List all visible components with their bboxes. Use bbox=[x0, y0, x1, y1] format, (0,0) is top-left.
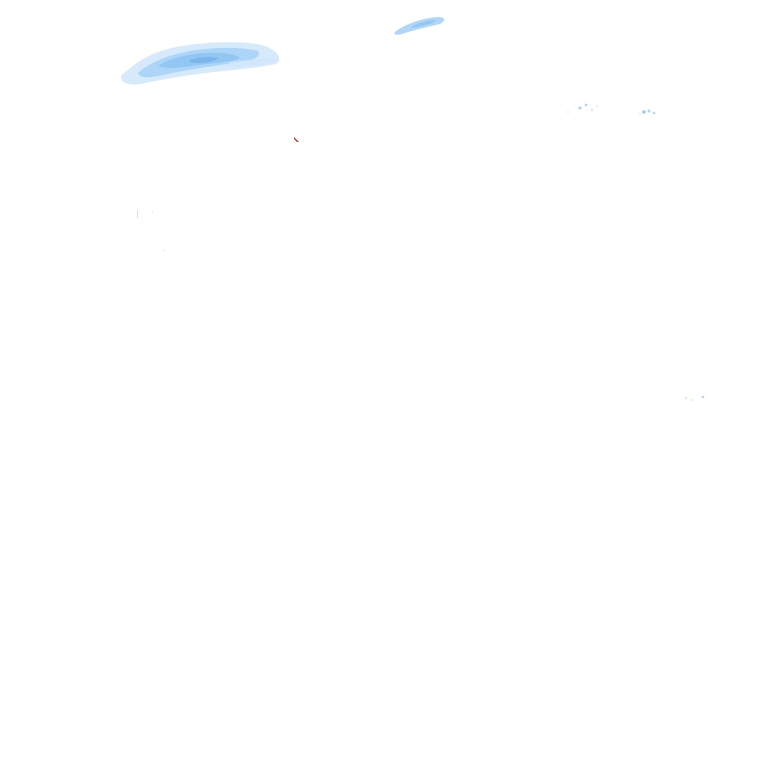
precip-dot bbox=[584, 103, 588, 107]
precip-specks-west bbox=[137, 210, 165, 251]
precip-speck bbox=[152, 212, 153, 213]
precip-scatter-southeast bbox=[684, 395, 705, 401]
precip-speck bbox=[137, 210, 138, 218]
precip-streak-north-core bbox=[411, 20, 436, 28]
precip-dot bbox=[590, 108, 594, 112]
precip-dot bbox=[567, 111, 569, 113]
precip-dot bbox=[691, 399, 693, 401]
precip-dot bbox=[652, 111, 656, 115]
precip-dot bbox=[578, 106, 582, 110]
precip-dot bbox=[642, 110, 646, 114]
precip-speck bbox=[164, 250, 165, 251]
location-marker-icon[interactable] bbox=[294, 137, 299, 142]
precip-cell-large-tail bbox=[228, 59, 280, 67]
precip-dot bbox=[701, 395, 705, 399]
precip-dot bbox=[647, 109, 651, 113]
precip-scatter-east bbox=[567, 103, 656, 115]
precip-cell-large bbox=[121, 42, 280, 85]
precip-cell-large-core bbox=[189, 56, 218, 63]
precip-streak-north bbox=[394, 17, 445, 35]
precip-dot bbox=[684, 396, 688, 400]
precip-dot bbox=[639, 113, 641, 115]
precip-dot bbox=[596, 105, 598, 107]
